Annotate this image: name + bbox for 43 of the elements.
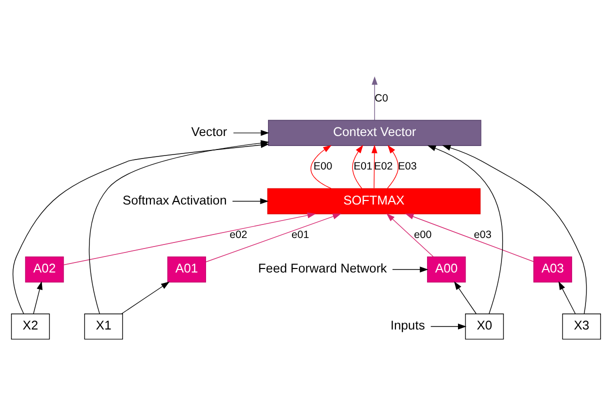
arrow [33, 281, 42, 314]
arrow [454, 281, 477, 314]
edge-label: E01 [354, 160, 372, 173]
edge-label: e01 [292, 228, 310, 241]
node-box: A03 [533, 256, 572, 283]
edge-label: E02 [374, 160, 393, 173]
node-box: A00 [427, 256, 466, 283]
node-box: A01 [167, 256, 206, 283]
arrow [405, 214, 534, 262]
edge-label: e00 [414, 228, 432, 241]
edge-label: C0 [374, 92, 388, 104]
node-box: X3 [562, 314, 601, 340]
arrow [427, 145, 503, 314]
arrow [233, 130, 270, 136]
node-text: Softmax Activation [122, 193, 227, 208]
arrow [310, 145, 332, 189]
edge-label: e03 [474, 228, 492, 241]
arrow [232, 198, 269, 204]
arrow [387, 145, 399, 189]
edge-label: E00 [314, 160, 332, 173]
arrow [386, 213, 434, 257]
arrow [371, 144, 378, 189]
arrow [63, 212, 316, 266]
arrow [392, 266, 428, 272]
node-box: SOFTMAX [267, 188, 481, 214]
node-box: X2 [11, 314, 50, 340]
arrow [442, 144, 587, 314]
node-box: A02 [25, 256, 64, 283]
arrow [121, 282, 170, 314]
node-box: X0 [465, 314, 504, 340]
arrow [558, 281, 576, 314]
arrow [430, 324, 466, 330]
arrow [352, 144, 364, 189]
node-text: Feed Forward Network [258, 262, 387, 276]
node-text: Vector [191, 125, 228, 140]
arrow [206, 214, 342, 262]
node-box: X1 [84, 314, 123, 340]
edge-label: E03 [398, 160, 417, 173]
edge-label: e02 [230, 228, 248, 241]
arrow [12, 142, 270, 314]
node-box: Context Vector [268, 120, 482, 146]
node-text: Inputs [390, 318, 425, 333]
arrow [372, 76, 378, 120]
